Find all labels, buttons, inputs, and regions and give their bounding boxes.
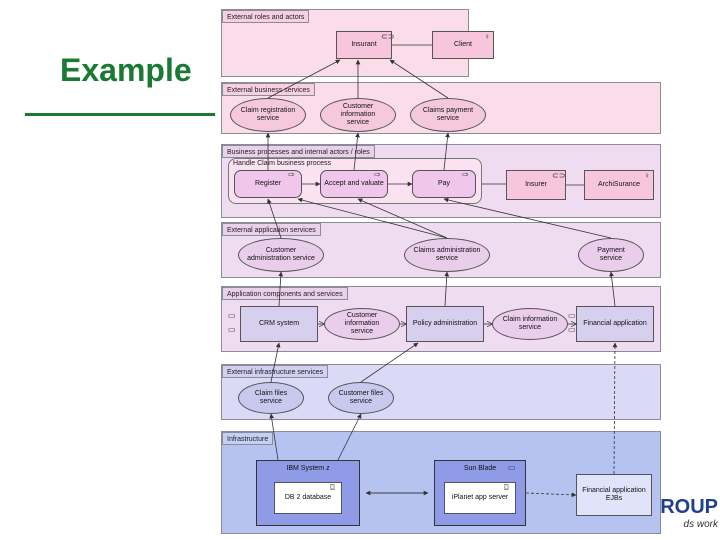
service-claims-payment[interactable]: Claims payment service — [410, 98, 486, 132]
brand-tagline: ds work — [683, 519, 718, 530]
database-icon: ⌼ — [330, 483, 335, 492]
node-ibm-system-z[interactable]: IBM System z — [256, 460, 360, 526]
component-icon: ▭ — [228, 311, 236, 320]
component-crm-system-label: CRM system — [258, 320, 300, 327]
role-client[interactable]: Client — [432, 31, 494, 59]
artifact-financial-ejbs[interactable]: Financial application EJBs — [576, 474, 652, 516]
actor-archisurance[interactable]: ArchiSurance — [584, 170, 654, 200]
artifact-iplanet-app-server[interactable]: iPlanet app server — [444, 482, 516, 514]
actor-icon: ♀ — [484, 32, 490, 41]
process-arrow-icon: ⇨ — [374, 170, 381, 179]
layer-infra-services-label: External infrastructure services — [222, 365, 329, 378]
process-accept-valuate-label: Accept and valuate — [324, 180, 384, 187]
component-crm-system[interactable]: CRM system — [240, 306, 318, 342]
brand-wordmark: ROUP — [660, 496, 718, 518]
service-claim-information[interactable]: Claim information service — [492, 308, 568, 340]
role-client-label: Client — [454, 41, 472, 48]
role-insurer[interactable]: Insurer — [506, 170, 566, 200]
service-customer-files[interactable]: Customer files service — [328, 382, 394, 414]
service-claims-payment-label: Claims payment service — [422, 107, 474, 122]
service-claims-administration-label: Claims administration service — [413, 247, 481, 262]
artifact-db2-database[interactable]: DB 2 database — [274, 482, 342, 514]
role-insurer-label: Insurer — [525, 181, 547, 188]
node-ibm-system-z-label: IBM System z — [286, 465, 330, 472]
title-underline — [25, 113, 215, 116]
service-claim-files-label: Claim files service — [254, 390, 288, 405]
component-financial-application[interactable]: Financial application — [576, 306, 654, 342]
service-customer-information[interactable]: Customer information service — [320, 98, 396, 132]
node-device-icon: ▭ — [508, 463, 516, 472]
layer-app-services-label: External application services — [222, 223, 321, 236]
server-icon: ⌼ — [504, 483, 509, 492]
service-claim-information-label: Claim information service — [502, 316, 558, 331]
layer-roles-label: External roles and actors — [222, 10, 310, 23]
layer-roles: External roles and actors — [221, 9, 469, 77]
layer-app-components-label: Application components and services — [222, 287, 348, 300]
role-icon: ⊂⊃ — [552, 171, 566, 180]
layer-infrastructure-label: Infrastructure — [222, 432, 274, 445]
service-customer-information-app-label: Customer information service — [344, 312, 380, 335]
layer-business-services-label: External business services — [222, 83, 315, 96]
process-arrow-icon: ⇨ — [288, 170, 295, 179]
service-customer-administration[interactable]: Customer administration service — [238, 238, 324, 272]
slide-title: Example — [60, 52, 192, 88]
service-claim-files[interactable]: Claim files service — [238, 382, 304, 414]
service-customer-administration-label: Customer administration service — [247, 247, 315, 262]
process-pay[interactable]: Pay — [412, 170, 476, 198]
service-customer-information-label: Customer information service — [340, 103, 376, 126]
layer-business-processes-label: Business processes and internal actors /… — [222, 145, 375, 158]
service-payment[interactable]: Payment service — [578, 238, 644, 272]
artifact-iplanet-app-server-label: iPlanet app server — [451, 494, 509, 501]
brand-logo: ROUP ds work — [658, 496, 718, 530]
component-icon: ▭ — [568, 325, 576, 334]
service-customer-information-app[interactable]: Customer information service — [324, 308, 400, 340]
service-customer-files-label: Customer files service — [338, 390, 384, 405]
service-claim-registration-label: Claim registration service — [240, 107, 296, 122]
handle-claim-process-label: Handle Claim business process — [233, 160, 332, 167]
role-icon: ⊂⊃ — [381, 32, 395, 41]
node-sun-blade-label: Sun Blade — [463, 465, 497, 472]
actor-archisurance-label: ArchiSurance — [597, 181, 641, 188]
architecture-diagram: External roles and actors External busin… — [218, 6, 661, 534]
artifact-financial-ejbs-label: Financial application EJBs — [582, 487, 646, 502]
role-insurant[interactable]: Insurant — [336, 31, 392, 59]
service-payment-label: Payment service — [597, 247, 625, 262]
component-financial-application-label: Financial application — [583, 320, 647, 327]
role-insurant-label: Insurant — [351, 41, 377, 48]
component-policy-administration[interactable]: Policy administration — [406, 306, 484, 342]
component-policy-administration-label: Policy administration — [412, 320, 478, 327]
service-claims-administration[interactable]: Claims administration service — [404, 238, 490, 272]
process-register-label: Register — [254, 180, 282, 187]
process-register[interactable]: Register — [234, 170, 302, 198]
actor-icon: ♀ — [644, 171, 650, 180]
process-arrow-icon: ⇨ — [462, 170, 469, 179]
component-icon: ▭ — [228, 325, 236, 334]
process-pay-label: Pay — [437, 180, 451, 187]
component-icon: ▭ — [568, 311, 576, 320]
artifact-db2-database-label: DB 2 database — [284, 494, 332, 501]
service-claim-registration[interactable]: Claim registration service — [230, 98, 306, 132]
process-accept-valuate[interactable]: Accept and valuate — [320, 170, 388, 198]
